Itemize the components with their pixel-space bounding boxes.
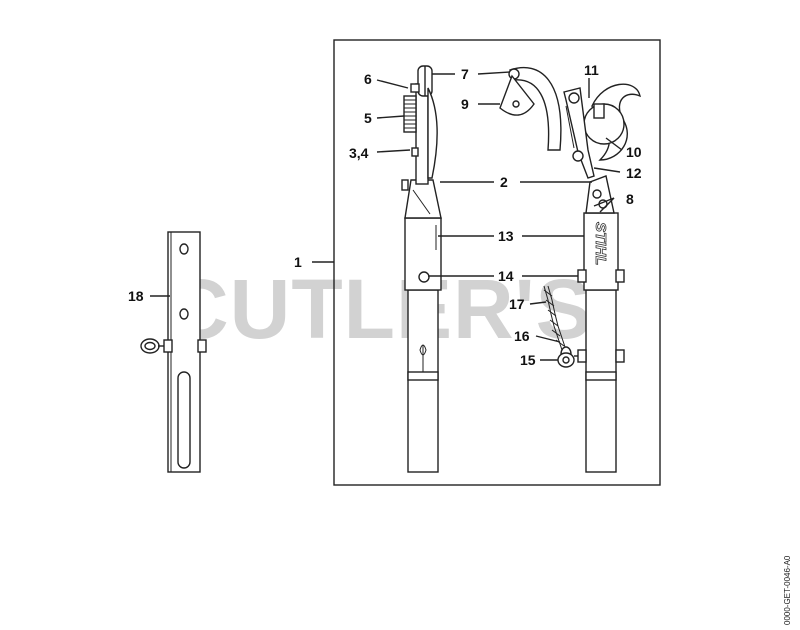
callout-18: 18	[128, 288, 144, 304]
callout-13: 13	[498, 228, 514, 244]
callout-16: 16	[514, 328, 530, 344]
callout-6: 6	[364, 71, 372, 87]
callout-14: 14	[498, 268, 514, 284]
leader-lines	[150, 71, 623, 361]
callout-9: 9	[461, 96, 469, 112]
callout-5: 5	[364, 110, 372, 126]
brand-mark: STIHL	[592, 222, 609, 265]
part-18-bracket	[140, 231, 207, 473]
callout-1: 1	[294, 254, 302, 270]
callout-15: 15	[520, 352, 536, 368]
watermark-text: CUTLER'S	[168, 262, 593, 356]
callout-10: 10	[626, 144, 642, 160]
callout-11: 11	[584, 62, 599, 78]
callout-12: 12	[626, 165, 642, 181]
callout-3-4: 3,4	[349, 145, 369, 161]
document-code: 0000-GET-0046-A0	[783, 555, 792, 625]
callouts: 1 2 3,4 5 6 7 8 9 10 11 12 13 14 15 16 1…	[128, 62, 642, 368]
pole-front-view: STIHL	[499, 66, 641, 473]
pole-side-view	[401, 65, 442, 473]
callout-17: 17	[509, 296, 525, 312]
callout-2: 2	[500, 174, 508, 190]
callout-7: 7	[461, 66, 469, 82]
callout-8: 8	[626, 191, 634, 207]
